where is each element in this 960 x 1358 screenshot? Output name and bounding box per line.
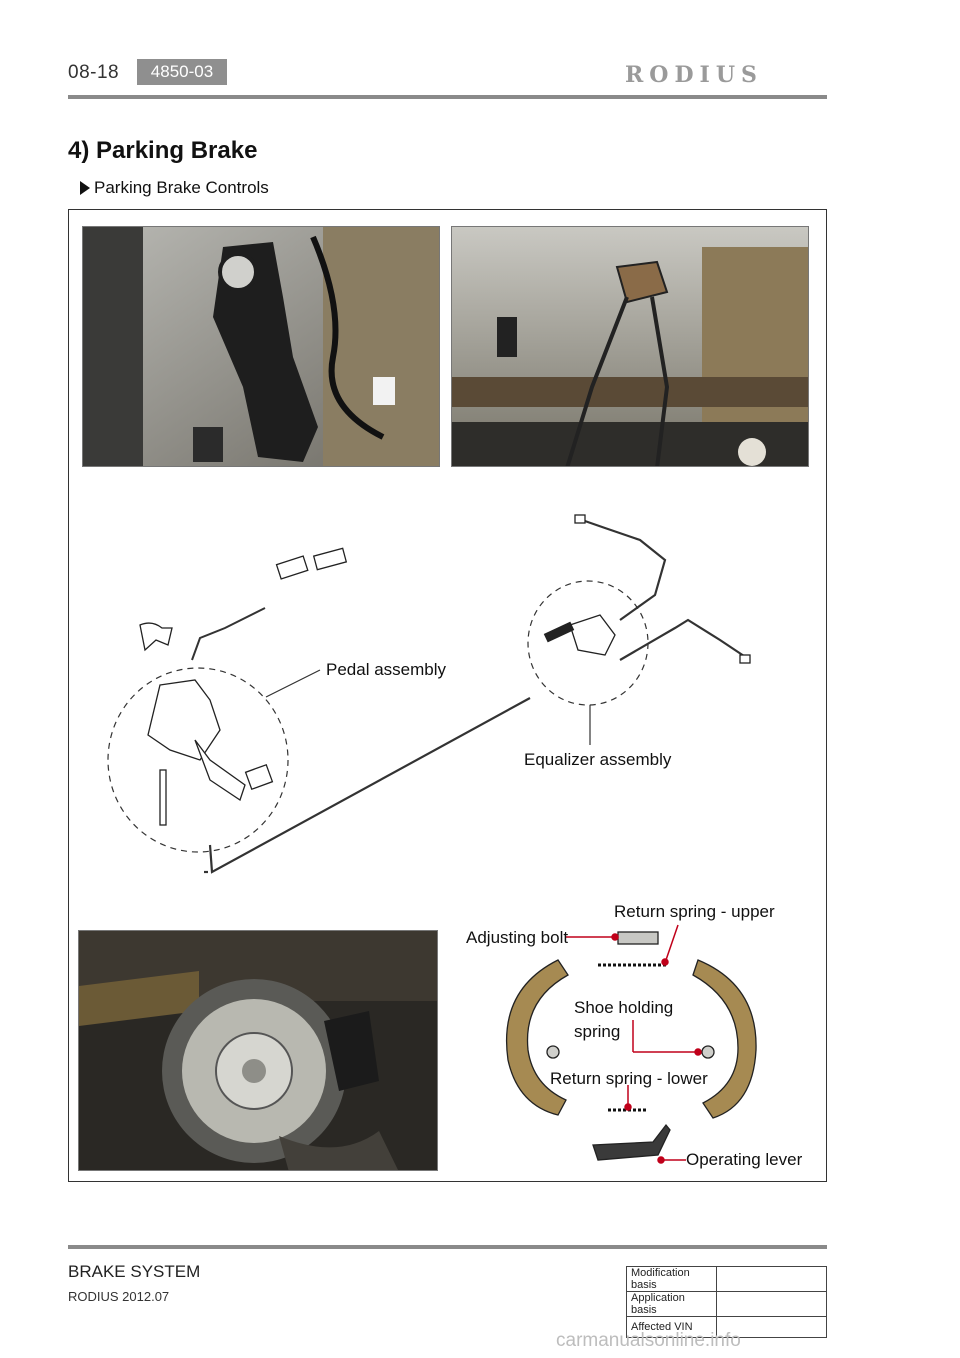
- subtitle-text: Parking Brake Controls: [94, 178, 269, 197]
- footer-title: BRAKE SYSTEM: [68, 1262, 201, 1281]
- callout-return-spring-upper: Return spring - upper: [614, 902, 775, 921]
- table-cell-value: [716, 1266, 827, 1292]
- table-cell-label: Application basis: [626, 1291, 717, 1317]
- table-row: Affected VIN: [626, 1316, 827, 1338]
- table-cell-value: [716, 1316, 827, 1338]
- table-row: Modification basis: [626, 1266, 827, 1292]
- brake-shoe-parts-diagram: [505, 924, 757, 1164]
- callout-operating-lever: Operating lever: [686, 1150, 803, 1169]
- triangle-bullet-icon: [80, 181, 90, 195]
- footer-subtitle: RODIUS 2012.07: [68, 1289, 170, 1304]
- watermark: carmanualsonline.info: [556, 1330, 741, 1351]
- callout-shoe-holding-spring-line2: spring: [574, 1022, 621, 1041]
- table-row: Application basis: [626, 1291, 827, 1317]
- rear-brake-photo: [78, 930, 438, 1171]
- pedal-assembly-photo: [82, 226, 440, 467]
- header-divider: [68, 95, 827, 99]
- callout-shoe-holding-spring-line1: Shoe holding: [574, 998, 674, 1017]
- callout-pedal-assembly: Pedal assembly: [326, 660, 447, 679]
- table-cell-value: [716, 1291, 827, 1317]
- figure-frame: [68, 209, 827, 1182]
- callout-equalizer-assembly: Equalizer assembly: [524, 750, 672, 769]
- page-number: 08-18: [68, 62, 120, 83]
- brand-logo: RODIUS: [625, 62, 763, 88]
- parking-brake-exploded-diagram: [107, 514, 751, 874]
- footer-divider: [68, 1245, 827, 1249]
- callout-adjusting-bolt: Adjusting bolt: [466, 928, 569, 947]
- section-code-badge: 4850-03: [137, 59, 227, 85]
- page-title: 4) Parking Brake: [68, 137, 258, 164]
- callout-return-spring-lower: Return spring - lower: [550, 1069, 708, 1088]
- basis-table: Modification basis Application basis Aff…: [626, 1266, 827, 1338]
- subtitle: Parking Brake Controls: [80, 178, 269, 198]
- equalizer-photo: [451, 226, 809, 467]
- table-cell-label: Modification basis: [626, 1266, 717, 1292]
